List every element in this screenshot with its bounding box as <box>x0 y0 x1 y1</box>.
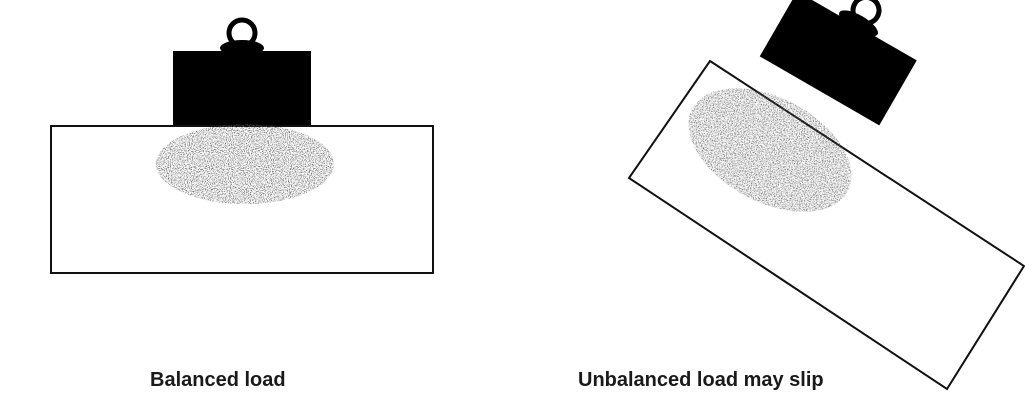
balanced-hook <box>173 17 311 126</box>
hook-collar <box>839 10 878 37</box>
unbalanced-load-box <box>627 59 1025 391</box>
unbalanced-hook <box>759 0 917 126</box>
balanced-load-caption: Balanced load <box>150 369 286 391</box>
unbalanced-sling-grip <box>688 88 852 212</box>
hook-block <box>173 51 311 126</box>
unbalanced-load-panel <box>627 0 1025 391</box>
hook-block <box>759 0 917 126</box>
balanced-load-panel <box>50 17 434 274</box>
balanced-sling-grip <box>156 124 334 204</box>
unbalanced-load-caption: Unbalanced load may slip <box>578 369 824 391</box>
